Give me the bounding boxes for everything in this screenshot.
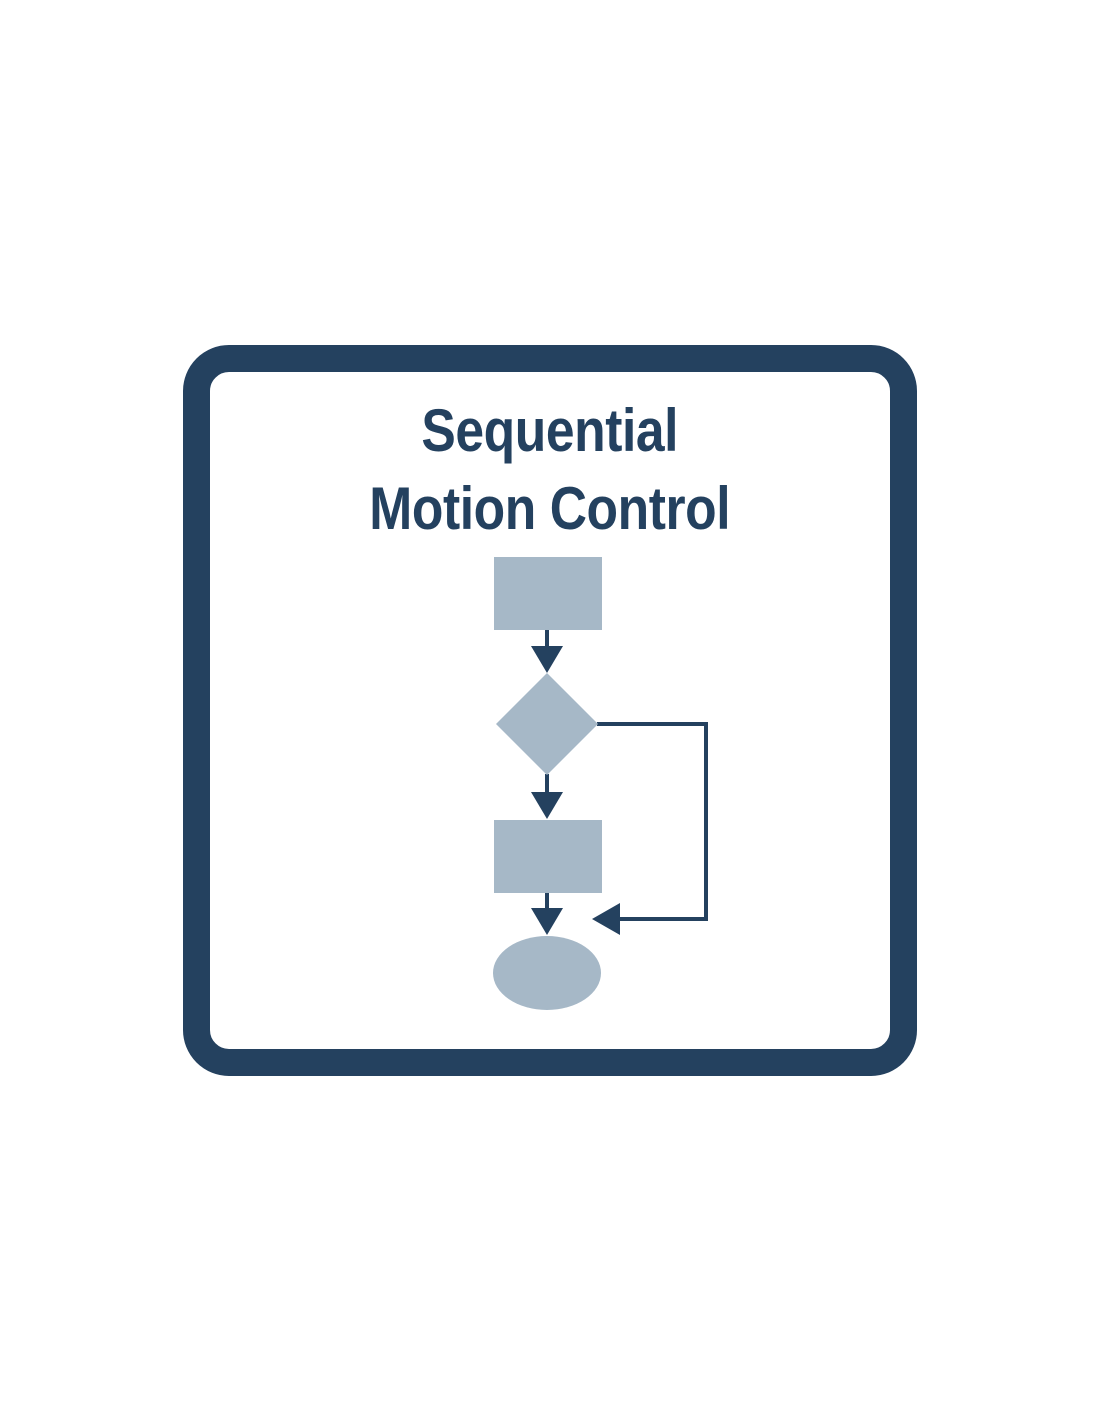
arrowhead-bypass	[592, 903, 620, 935]
connector-decision-bypass	[597, 722, 708, 921]
connector-lines	[545, 630, 708, 921]
arrowhead-to-end	[531, 908, 563, 935]
arrowheads	[531, 646, 620, 935]
flowchart-shapes	[493, 557, 602, 1010]
flowchart-process-step-1	[494, 557, 602, 630]
flowchart-decision-diamond	[496, 673, 598, 775]
flowchart-terminal-ellipse	[493, 936, 601, 1010]
flowchart-process-step-2	[494, 820, 602, 893]
title-line-2: Motion Control	[369, 475, 731, 542]
diagram-title: Sequential Motion Control	[77, 392, 1023, 548]
arrowhead-to-decision	[531, 646, 563, 673]
arrowhead-to-step2	[531, 792, 563, 819]
title-line-1: Sequential	[421, 397, 679, 464]
